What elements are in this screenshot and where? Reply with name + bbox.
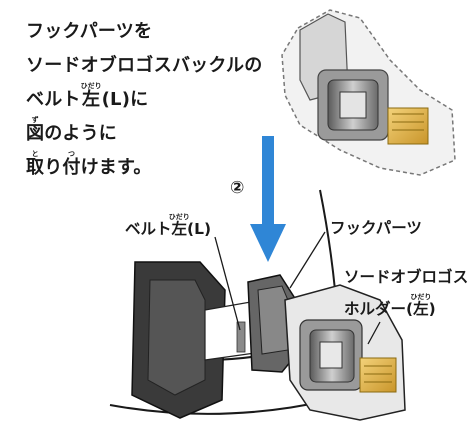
- leader-hook: [289, 231, 326, 289]
- callout-hook-parts: フックパーツ: [330, 219, 422, 237]
- furigana-tsu: 付つ: [62, 150, 81, 178]
- step-number: ②: [230, 178, 245, 198]
- belt-assembly: [109, 189, 406, 421]
- instruction-line-2: ソードオブロゴスバックルの: [26, 55, 263, 76]
- instruction-line-3: ベルト左ひだり(L)に: [26, 82, 149, 110]
- callout-belt-left: ベルト左ひだり(L): [125, 213, 212, 239]
- instruction-line-5: 取とり付つけます。: [26, 150, 152, 178]
- instruction-line-4: 図ずのように: [26, 116, 118, 144]
- insertion-arrow: [250, 136, 286, 262]
- furigana-zu: 図ず: [26, 116, 45, 144]
- holder-top-view: [281, 9, 456, 176]
- leader-belt: [214, 236, 241, 331]
- gold-emblem: [387, 107, 429, 145]
- furigana-to: 取と: [26, 150, 45, 178]
- callout-holder-line1: ソードオブロゴス: [344, 268, 469, 286]
- callout-holder-line2: ホルダー(左ひだり): [344, 293, 436, 319]
- leader-holder: [367, 321, 381, 345]
- furigana-hidari: 左ひだり: [80, 82, 102, 110]
- instruction-line-1: フックパーツを: [26, 21, 153, 42]
- instruction-text: フックパーツを ソードオブロゴスバックルの ベルト左ひだり(L)に 図ずのように…: [26, 8, 276, 178]
